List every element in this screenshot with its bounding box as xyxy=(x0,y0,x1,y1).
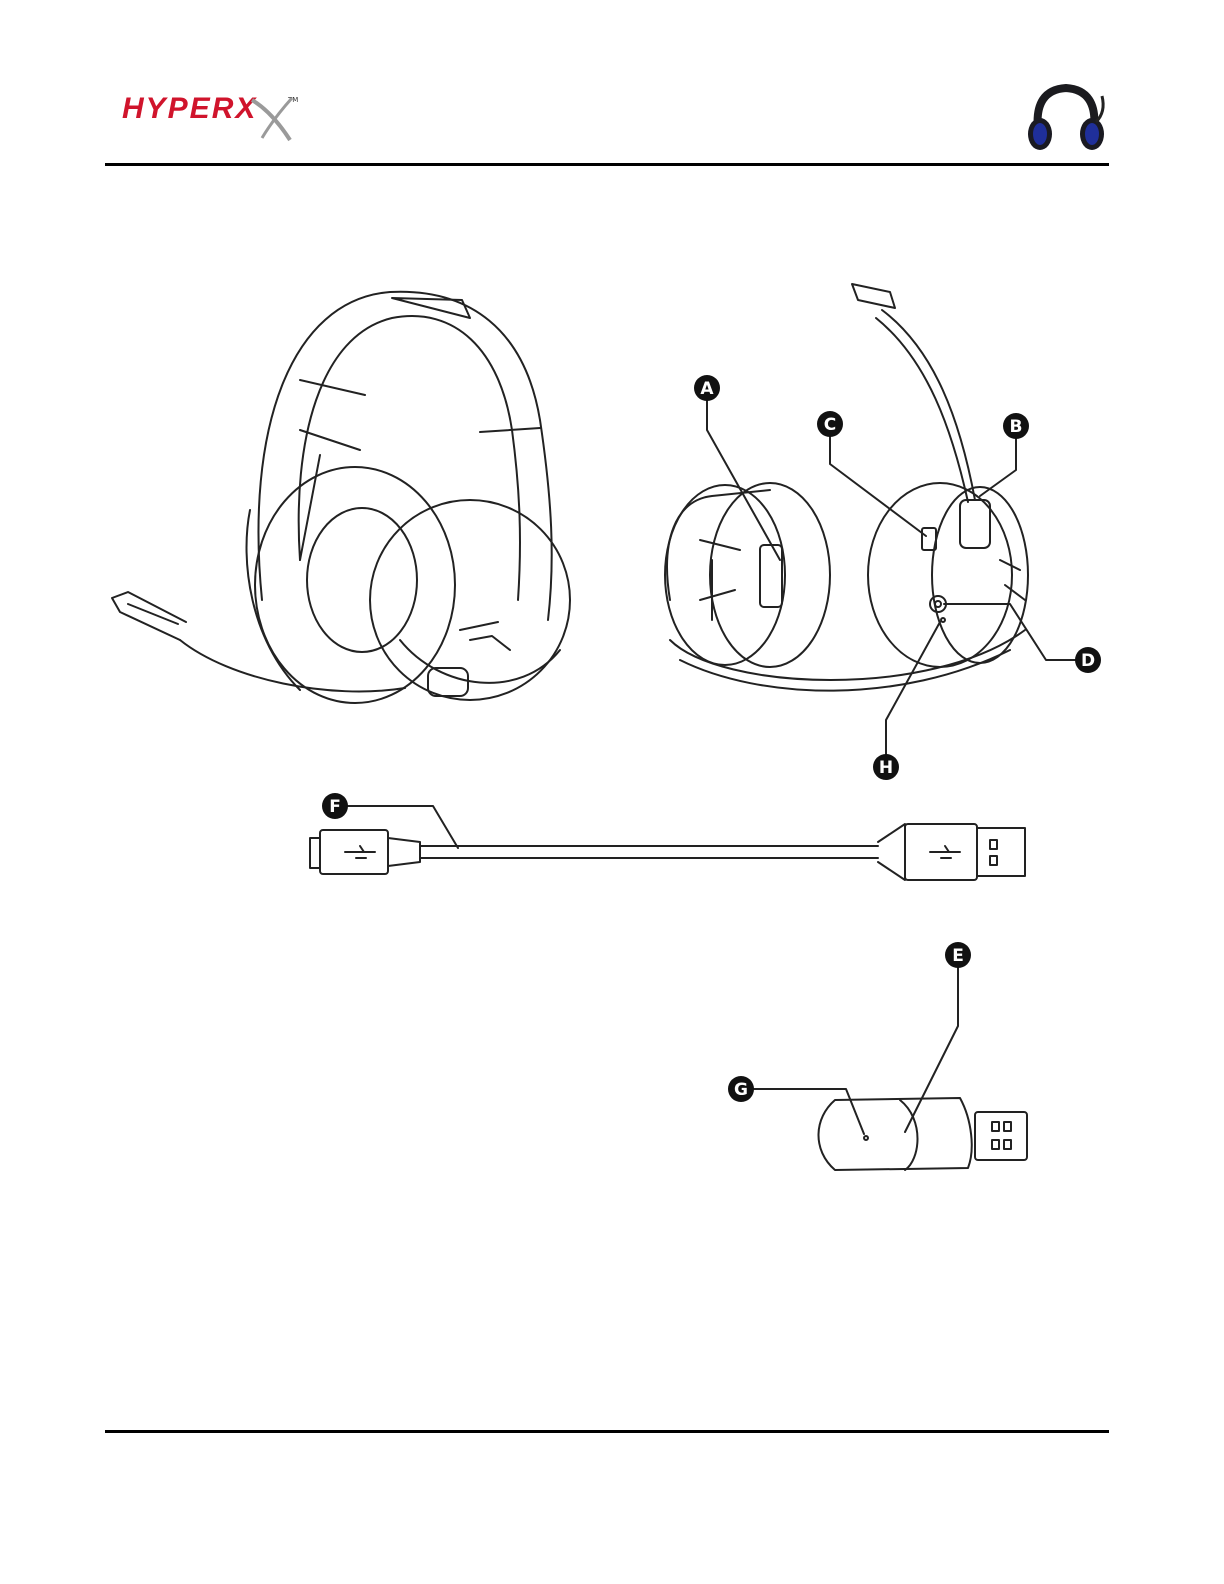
callout-b: B xyxy=(1003,413,1029,439)
callout-a-label: A xyxy=(700,379,714,399)
leader-line-e xyxy=(905,955,958,1132)
callout-h-label: H xyxy=(879,758,893,778)
leader-line-a xyxy=(707,388,780,560)
callout-g: G xyxy=(728,1076,754,1102)
callout-c: C xyxy=(817,411,843,437)
callout-f: F xyxy=(322,793,348,819)
callout-e-label: E xyxy=(952,946,964,966)
footer-divider xyxy=(105,1430,1109,1433)
callout-h: H xyxy=(873,754,899,780)
usb-wireless-adapter-icon xyxy=(818,1098,1027,1170)
callout-b-label: B xyxy=(1010,417,1023,437)
callout-d-label: D xyxy=(1081,651,1095,671)
callout-f-label: F xyxy=(329,797,341,817)
callout-g-label: G xyxy=(734,1080,748,1100)
headset-front-icon xyxy=(112,292,570,703)
callout-e: E xyxy=(945,942,971,968)
callout-a: A xyxy=(694,375,720,401)
leader-line-f xyxy=(335,806,458,848)
leader-line-g xyxy=(741,1089,864,1134)
usb-charging-cable-icon xyxy=(310,824,1025,880)
headset-ear-cups-icon xyxy=(665,284,1028,691)
leader-line-c xyxy=(830,424,926,536)
leader-line-h xyxy=(886,622,940,767)
callout-c-label: C xyxy=(824,415,836,435)
callout-d: D xyxy=(1075,647,1101,673)
